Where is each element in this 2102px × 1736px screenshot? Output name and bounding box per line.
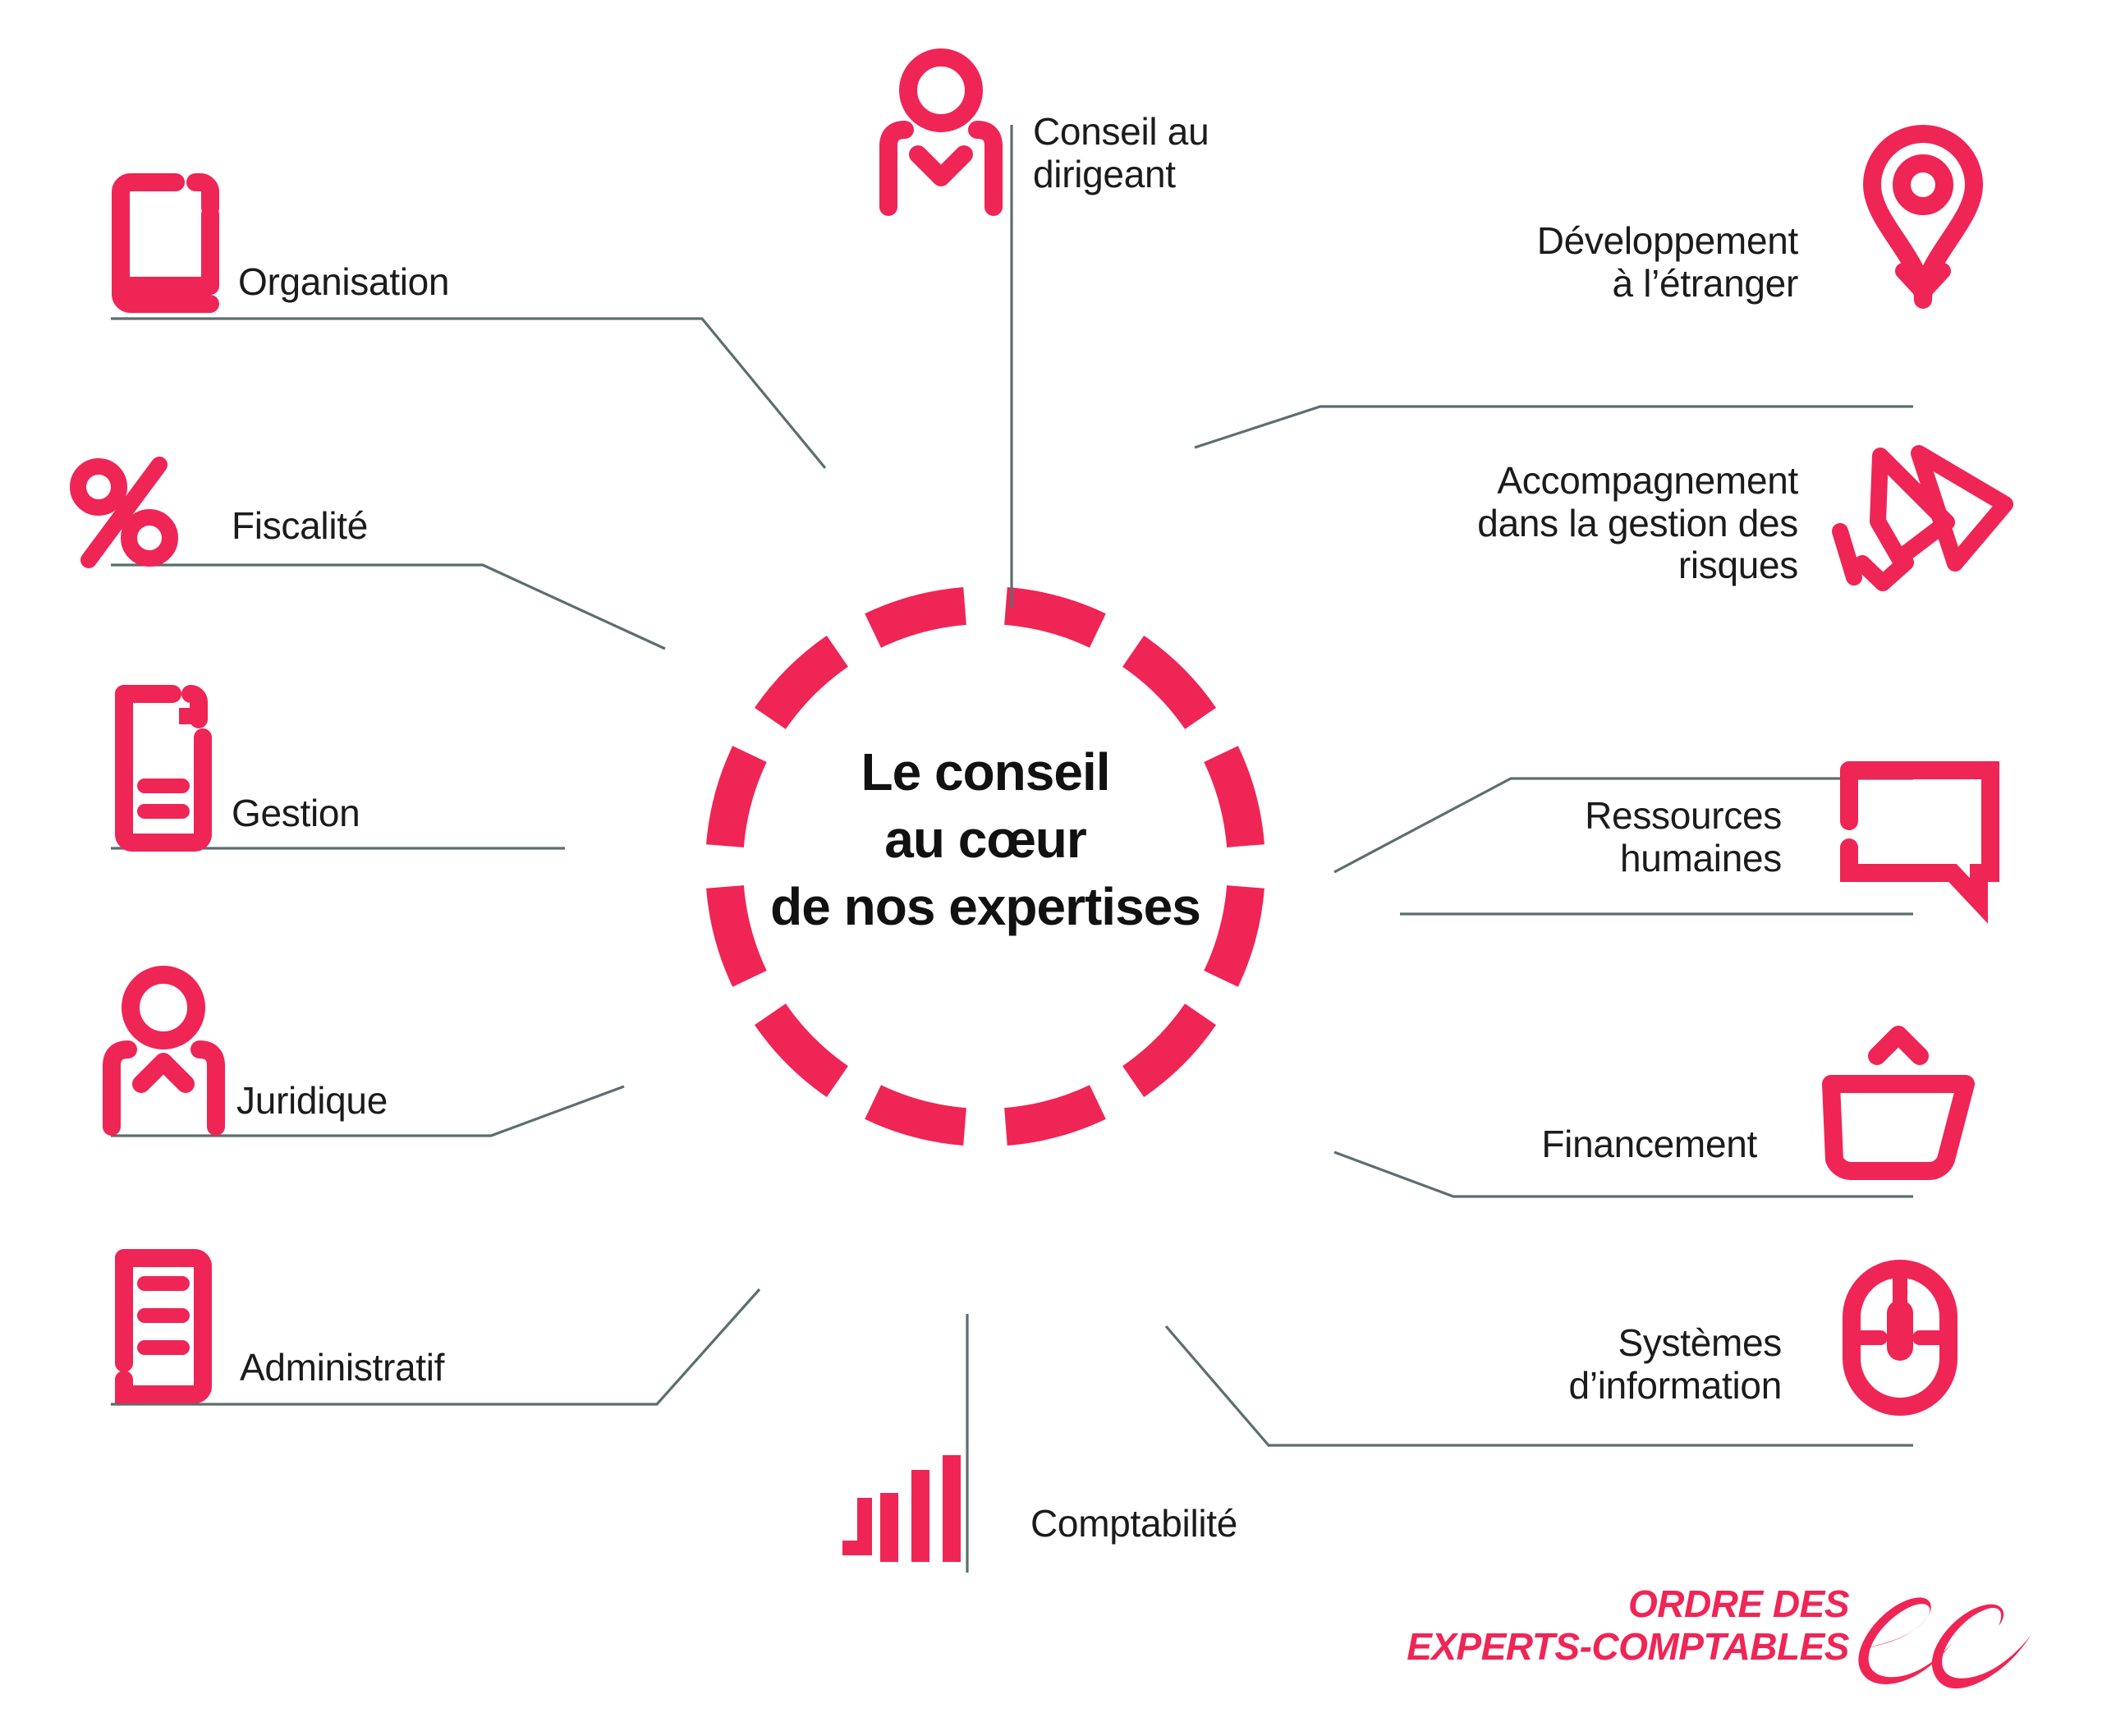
label-comptabilite: Comptabilité — [1030, 1502, 1238, 1545]
book-icon — [112, 173, 219, 313]
center-title-line-1: Le conseil — [861, 742, 1111, 801]
person-tie-icon — [879, 48, 1003, 216]
label-ressources-humaines: Ressources humaines — [1585, 794, 1782, 879]
ring-segment — [754, 635, 849, 730]
label-systemes-information: Systèmes d’information — [1568, 1321, 1783, 1407]
connector-organisation — [111, 317, 827, 470]
document-dogear-icon — [115, 685, 212, 852]
label-juridique: Juridique — [236, 1079, 388, 1122]
center-title: Le conseil au cœur de nos expertises — [682, 739, 1289, 941]
ring-segment — [1204, 746, 1264, 848]
ring-segment — [1122, 1003, 1217, 1098]
speech-bubble-icon — [1840, 761, 1999, 924]
center-title-line-2: au cœur — [884, 809, 1086, 869]
logo-text: ORDRE DES EXPERTS-COMPTABLES — [1407, 1585, 1849, 1665]
basket-icon — [1822, 1026, 1975, 1180]
connector-systemes-information — [1164, 1325, 1913, 1447]
ring-segment — [1003, 587, 1106, 648]
segmented-ring — [706, 587, 1264, 1146]
ring-segment — [1003, 1085, 1106, 1146]
megaphone-icon — [1832, 445, 2013, 591]
document-lines-icon — [115, 1249, 212, 1403]
map-pin-icon — [1863, 125, 1983, 309]
label-conseil-au-dirigeant: Conseil au dirigeant — [1033, 110, 1209, 195]
ring-segment — [1122, 635, 1217, 730]
label-accompagnement-risques: Accompagnement dans la gestion des risqu… — [1477, 459, 1798, 587]
connector-lines — [111, 125, 1913, 1573]
percent-icon — [70, 457, 178, 568]
connector-developpement — [1194, 405, 1913, 449]
ring-segment — [1204, 884, 1264, 987]
connector-juridique — [111, 1085, 625, 1137]
connector-administratif — [111, 1288, 761, 1406]
label-financement: Financement — [1541, 1123, 1757, 1165]
computer-mouse-icon — [1843, 1260, 1957, 1416]
logo: ORDRE DES EXPERTS-COMPTABLES — [1355, 1585, 2036, 1708]
logo-line-2: EXPERTS-COMPTABLES — [1407, 1625, 1849, 1668]
logo-line-1: ORDRE DES — [1628, 1582, 1849, 1625]
label-gestion: Gestion — [232, 792, 360, 834]
connector-accompagnement — [1333, 777, 1913, 874]
ring-segment — [865, 587, 967, 648]
ring-segment — [706, 884, 767, 987]
label-administratif: Administratif — [240, 1346, 445, 1389]
label-organisation: Organisation — [238, 260, 450, 303]
person-collar-icon — [103, 966, 225, 1136]
bar-chart-icon — [842, 1455, 961, 1562]
connector-fiscalite — [111, 563, 666, 650]
connector-financement — [1333, 1150, 1913, 1198]
ring-segment — [754, 1003, 849, 1098]
ring-segment — [865, 1085, 967, 1146]
center-title-line-3: de nos expertises — [770, 876, 1201, 936]
ec-monogram-icon — [1858, 1597, 2031, 1689]
label-developpement-a-l-etranger: Développement à l’étranger — [1536, 219, 1799, 305]
label-fiscalite: Fiscalité — [232, 504, 369, 547]
ring-segment — [706, 746, 767, 848]
